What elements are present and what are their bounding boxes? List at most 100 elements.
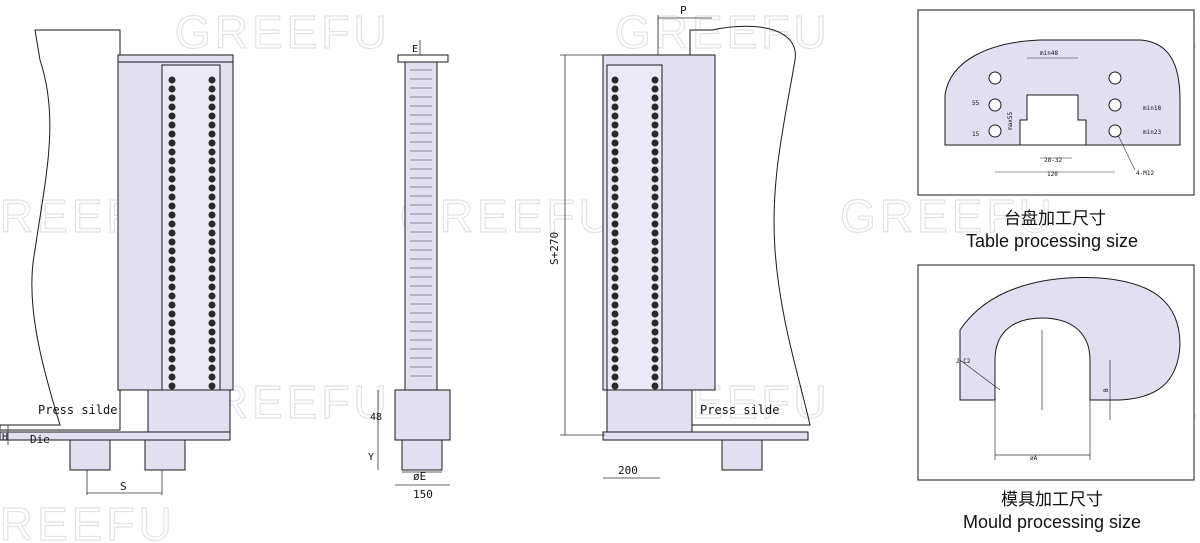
- chain-link: [651, 184, 659, 192]
- dim-48: 48: [370, 412, 382, 423]
- chain-link: [651, 382, 659, 390]
- chain-link: [611, 301, 619, 309]
- chain-link: [611, 139, 619, 147]
- chain-link: [651, 319, 659, 327]
- cylinder-left: [69, 439, 111, 471]
- left-chain-links: [168, 76, 216, 390]
- right-chain-links: [611, 76, 659, 390]
- watermark: GREEFU: [0, 498, 176, 543]
- chain-link: [651, 364, 659, 372]
- chain-link: [208, 238, 216, 246]
- dim-min48: min48: [1040, 50, 1058, 57]
- chain-link: [208, 211, 216, 219]
- left-dimensions: [7, 425, 163, 495]
- table-processing-panel: min48 55 15 max55 min18 min23 28-32 120 …: [917, 9, 1195, 251]
- dim-min18: min18: [1143, 105, 1161, 112]
- chain-link: [611, 121, 619, 129]
- chain-link: [611, 310, 619, 318]
- chain-link: [651, 94, 659, 102]
- chain-link: [168, 166, 176, 174]
- side-top-cap: [397, 54, 449, 63]
- chain-link: [611, 130, 619, 138]
- chain-link: [611, 202, 619, 210]
- chain-link: [208, 346, 216, 354]
- chain-link: [651, 283, 659, 291]
- chain-link: [611, 247, 619, 255]
- chain-link: [168, 103, 176, 111]
- chain-link: [168, 364, 176, 372]
- chain-link: [611, 382, 619, 390]
- chain-link: [651, 148, 659, 156]
- mould-shape: [959, 277, 1181, 401]
- chain-link: [611, 355, 619, 363]
- chain-link: [168, 301, 176, 309]
- s-label: S: [120, 480, 127, 493]
- lower-block: [147, 389, 231, 436]
- chain-link: [651, 193, 659, 201]
- chain-link: [611, 157, 619, 165]
- chain-link: [168, 184, 176, 192]
- chain-link: [651, 85, 659, 93]
- right-cylinder: [721, 439, 763, 471]
- chain-link: [168, 382, 176, 390]
- chain-link: [651, 256, 659, 264]
- side-column: [404, 61, 438, 391]
- bolt-hole: [1108, 98, 1122, 112]
- chain-link: [168, 121, 176, 129]
- mould-title-en: Mould processing size: [963, 512, 1141, 532]
- chain-link: [168, 202, 176, 210]
- chain-link: [651, 76, 659, 84]
- chain-link: [611, 256, 619, 264]
- dim-s270: S+270: [548, 232, 561, 265]
- chain-link: [168, 94, 176, 102]
- chain-link: [168, 274, 176, 282]
- chain-link: [208, 310, 216, 318]
- bolt-hole: [988, 98, 1002, 112]
- chain-link: [611, 76, 619, 84]
- chain-link: [611, 220, 619, 228]
- chain-link: [651, 112, 659, 120]
- chain-link: [208, 247, 216, 255]
- side-e-label: E: [412, 44, 418, 55]
- chain-link: [208, 229, 216, 237]
- cylinder-right: [144, 439, 186, 471]
- side-column-ticks: [410, 69, 432, 377]
- chain-link: [651, 265, 659, 273]
- chain-link: [651, 373, 659, 381]
- chain-link: [651, 211, 659, 219]
- table-slot: [1019, 94, 1087, 146]
- chain-link: [208, 256, 216, 264]
- chain-link: [651, 274, 659, 282]
- chain-link: [611, 364, 619, 372]
- chain-link: [208, 76, 216, 84]
- dim-28-32: 28-32: [1044, 157, 1062, 164]
- chain-link: [208, 265, 216, 273]
- chain-link: [208, 121, 216, 129]
- chain-link: [611, 292, 619, 300]
- h-label: H: [2, 432, 8, 443]
- watermark: GREEFU: [175, 6, 391, 58]
- chain-link: [611, 193, 619, 201]
- chain-link: [611, 94, 619, 102]
- bolt-hole: [1108, 124, 1122, 138]
- chain-link: [651, 238, 659, 246]
- chain-link: [208, 148, 216, 156]
- chain-link: [208, 193, 216, 201]
- chain-link: [168, 283, 176, 291]
- chain-link: [651, 301, 659, 309]
- chain-link: [208, 130, 216, 138]
- chain-link: [611, 283, 619, 291]
- side-cylinder: [401, 439, 443, 471]
- chain-link: [208, 274, 216, 282]
- chain-link: [168, 211, 176, 219]
- chain-link: [611, 238, 619, 246]
- dim-200: 200: [618, 464, 638, 477]
- side-dimensions: [377, 40, 450, 486]
- dim-55: 55: [972, 100, 980, 107]
- dim-oe: øE: [413, 470, 426, 483]
- chain-link: [168, 265, 176, 273]
- y-label: Y: [368, 452, 374, 463]
- dim-150: 150: [413, 488, 433, 501]
- chain-link: [651, 121, 659, 129]
